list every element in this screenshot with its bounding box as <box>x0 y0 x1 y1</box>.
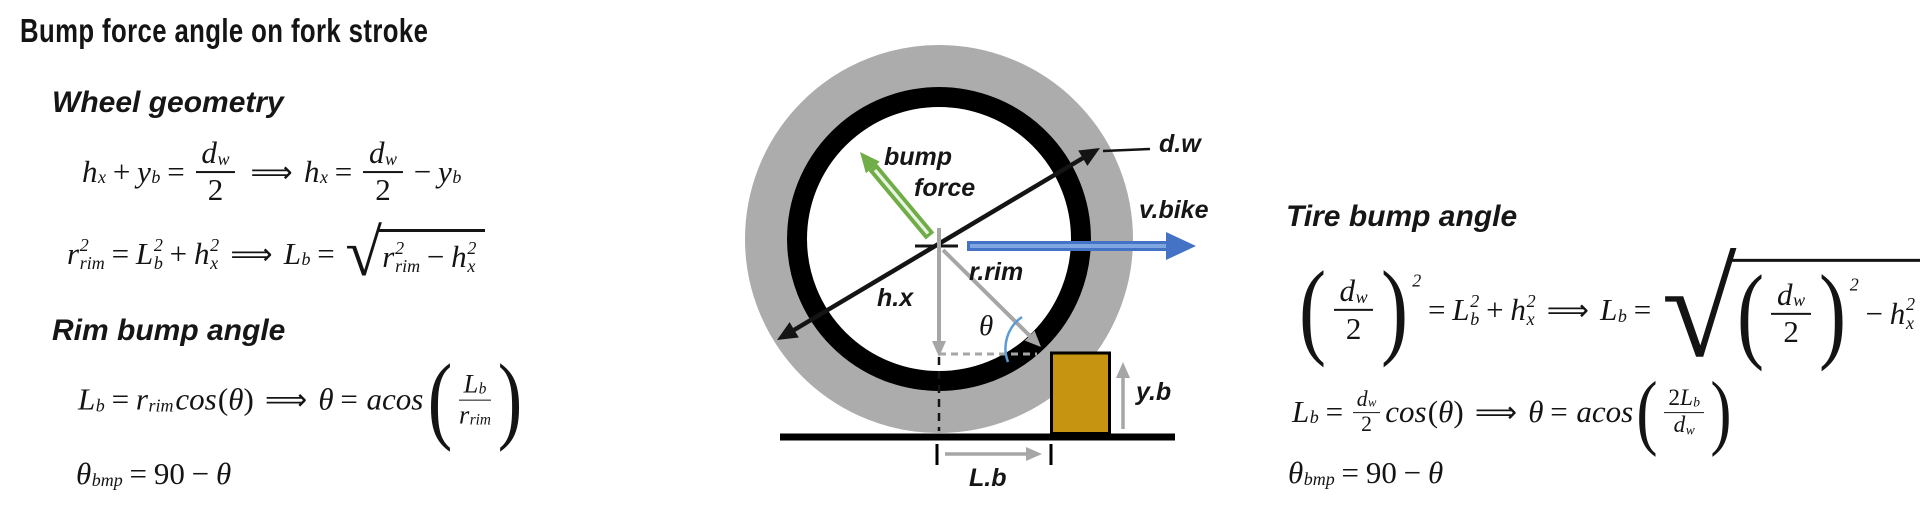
heading-tire-bump-angle: Tire bump angle <box>1286 200 1518 233</box>
page-title: Bump force angle on fork stroke <box>20 12 429 49</box>
wheel-diameter-pointer-line <box>1102 147 1151 153</box>
bump-block <box>1050 351 1111 435</box>
bike-velocity-label: v.bike <box>1139 196 1209 224</box>
bump-force-arrowhead <box>860 152 880 174</box>
theta-angle-arc <box>1004 315 1023 363</box>
bump-height-label: y.b <box>1136 378 1172 406</box>
axle-height-arrowhead <box>932 341 946 357</box>
axle-height-label: h.x <box>877 284 914 312</box>
bump-distance-arrowhead <box>1026 447 1042 461</box>
heading-wheel-geometry: Wheel geometry <box>52 86 284 119</box>
wheel-diameter-label: d.w <box>1159 130 1201 158</box>
wheel-diameter-arrowhead-lower <box>777 322 799 340</box>
bump-distance-label: L.b <box>969 464 1007 492</box>
bump-force-label-line1: bump <box>884 143 953 171</box>
heading-rim-bump-angle: Rim bump angle <box>52 314 286 347</box>
bump-force-arrow-shaft-inner <box>873 168 930 235</box>
tire-ring <box>745 45 1133 433</box>
wheel-diameter-arrowhead-upper <box>1078 148 1100 166</box>
theta-label: θ <box>979 310 994 342</box>
bump-height-arrowhead <box>1116 362 1130 378</box>
bump-force-label-line2: force <box>914 174 976 202</box>
rim-radius-arrowhead <box>1024 330 1041 347</box>
bike-velocity-arrowhead <box>1166 232 1196 260</box>
rim-radius-label: r.rim <box>969 258 1024 286</box>
